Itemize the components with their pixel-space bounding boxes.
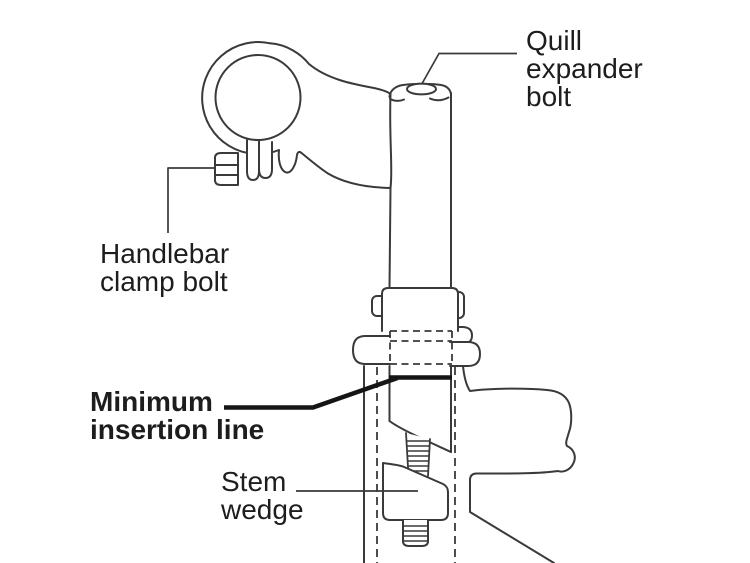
handlebar-clamp xyxy=(201,41,392,189)
label-handlebar-clamp-bolt: Handlebar clamp bolt xyxy=(100,238,230,297)
head-tube-right-and-top-tube xyxy=(462,365,576,563)
min-insertion-leader xyxy=(224,375,399,410)
dome-detail-arcs xyxy=(389,96,450,102)
handlebar-clamp-bolt-shape xyxy=(214,152,239,186)
quill-expander-bolt-head xyxy=(406,82,437,96)
collar-ear-left xyxy=(352,335,391,365)
bolt-tip-threads xyxy=(404,525,427,542)
quill-shoulder-block xyxy=(381,287,459,332)
label-stem-wedge: Stem wedge xyxy=(221,466,304,525)
label-minimum-insertion-line: Minimum insertion line xyxy=(90,386,265,445)
minimum-insertion-mark xyxy=(224,375,452,410)
bolt-segment-lines xyxy=(214,164,239,176)
clamp-ear-back xyxy=(258,140,273,179)
quill-diagonal-cut xyxy=(388,420,452,453)
handlebar-bore xyxy=(214,54,302,141)
headset-collar xyxy=(352,335,481,367)
label-quill-expander-bolt: Quill expander bolt xyxy=(526,25,643,112)
quill-stem xyxy=(371,82,473,345)
ring-outer-and-underside xyxy=(201,41,392,189)
hidden-quill-in-collar xyxy=(389,330,453,365)
quill-left-edge xyxy=(388,93,393,289)
arm-top-edge xyxy=(269,42,392,95)
bolt-shaft-threads xyxy=(407,440,430,472)
collar-ear-right xyxy=(449,341,481,367)
leader-quill-expander-bolt xyxy=(420,52,517,85)
hidden-edges-dashed xyxy=(376,330,456,563)
bolt-tip-below-wedge xyxy=(402,519,429,547)
stem-wedge-assembly xyxy=(382,365,452,547)
head-tube-and-frame xyxy=(363,365,576,563)
clamp-ear-front xyxy=(246,139,260,181)
leader-lines xyxy=(167,52,517,492)
leader-handlebar-clamp-bolt xyxy=(167,167,214,233)
